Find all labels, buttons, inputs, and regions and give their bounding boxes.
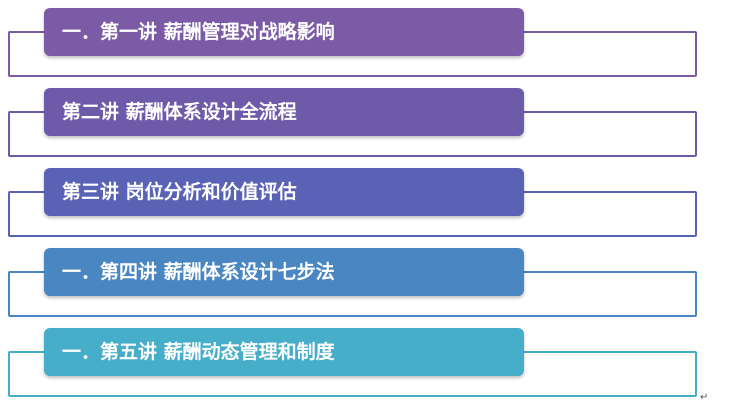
- list-item: 第三讲 岗位分析和价值评估: [0, 168, 735, 248]
- item-label-box: 第二讲 薪酬体系设计全流程: [44, 88, 524, 136]
- item-label-box: 一．第四讲 薪酬体系设计七步法: [44, 248, 524, 296]
- paragraph-mark: ↵: [700, 392, 709, 403]
- item-label-box: 一．第五讲 薪酬动态管理和制度: [44, 328, 524, 376]
- item-label-box: 一．第一讲 薪酬管理对战略影响: [44, 8, 524, 56]
- item-label-box: 第三讲 岗位分析和价值评估: [44, 168, 524, 216]
- list-item: 一．第五讲 薪酬动态管理和制度: [0, 328, 735, 408]
- list-item: 一．第四讲 薪酬体系设计七步法: [0, 248, 735, 328]
- list-item: 第二讲 薪酬体系设计全流程: [0, 88, 735, 168]
- list-item: 一．第一讲 薪酬管理对战略影响: [0, 8, 735, 88]
